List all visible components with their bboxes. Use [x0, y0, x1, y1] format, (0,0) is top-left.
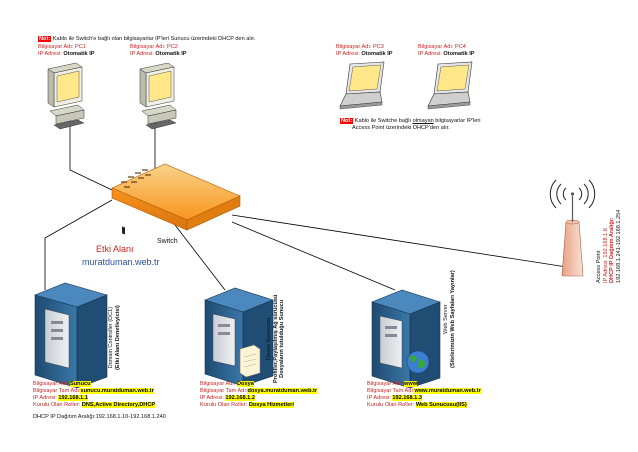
pc2-ip-label: IP Adresi:	[130, 51, 154, 57]
s2-name-label: Bilgisayar Adı:	[200, 381, 236, 387]
s3-full: www.muratduman.web.tr	[414, 388, 481, 394]
pc4-label: Bilgisayar Adı: PC4 IP Adresi: Otomatik …	[418, 44, 475, 58]
server1-vl-1: Domain Controller (DC1)	[108, 306, 114, 369]
pc2-name: PC2	[167, 44, 178, 50]
s3-ip-label: IP Adresi:	[367, 395, 391, 401]
switch-icon	[111, 163, 241, 235]
s2-role-label: Kurulu Olan Roller:	[200, 402, 248, 408]
s3-ip: 192.168.1.3	[392, 395, 422, 401]
s3-name: www	[404, 381, 418, 387]
wireless-note-underlined: olmayan	[412, 118, 434, 124]
server3-vertical-label: Web Server (Sitelerimizin Web Sayfaları …	[443, 270, 456, 368]
server3-vl-2: (Sitelerimizin Web Sayfaları Yayınlar)	[449, 270, 456, 368]
server1-vertical-label: Domain Controller (DC1) (Etki Alanı Dene…	[108, 305, 121, 370]
s2-ip-label: IP Adresi:	[200, 395, 224, 401]
ap-dhcp-label: DHCP IP Dağıtım Aralığı:	[609, 217, 615, 283]
s3-role: Web Sunucusu(IIS)	[415, 402, 467, 408]
s1-full: sunucu.muratduman.web.tr	[80, 388, 154, 394]
s1-name: Sunucu	[70, 381, 91, 387]
pc2-label: Bilgisayar Adı: PC2 IP Adresi: Otomatik …	[130, 44, 187, 58]
domain-subtitle: muratduman.web.tr	[82, 257, 160, 267]
wifi-signal-icon	[549, 179, 596, 209]
server-web-icon	[371, 289, 441, 389]
cable-server1	[44, 199, 113, 290]
cable-pc1	[69, 115, 113, 191]
pc4-name-label: Bilgisayar Adı:	[418, 44, 454, 50]
pc4-ip-label: IP Adresi:	[418, 51, 442, 57]
server1-info: Bilgisayar Adı: Sunucu Bilgisayar Tam Ad…	[33, 381, 156, 409]
pc2-ip: Otomatik IP	[155, 51, 187, 57]
pc4-name: PC4	[455, 44, 466, 50]
pc3-name-label: Bilgisayar Adı:	[336, 44, 372, 50]
pc4-ip: Otomatik IP	[443, 51, 475, 57]
pc2-icon	[139, 62, 177, 130]
server-dc1-icon	[34, 282, 108, 389]
pc1-ip: Otomatik IP	[63, 51, 95, 57]
s1-name-label: Bilgisayar Adı:	[33, 381, 69, 387]
s1-ip-label: IP Adresi:	[33, 395, 57, 401]
wireless-note-line2: Access Point üzerindeki DHCP'den alır.	[352, 125, 450, 131]
s2-full-label: Bilgisayar Tam Adı:	[200, 388, 248, 394]
dhcp-range: DHCP IP Dağıtım Aralığı:192.168.1.10-192…	[33, 414, 166, 420]
wireless-note-b: bilgisayarlar IP'leri	[433, 118, 481, 124]
server2-info: Bilgisayar Adı: Dosya Bilgisayar Tam Adı…	[200, 381, 318, 409]
document-icon	[239, 344, 261, 378]
cables	[44, 108, 574, 291]
ap-dhcp-range: 192.168.1.241-192.168.1.254	[615, 209, 622, 283]
domain-title: Etki Alanı	[96, 244, 134, 254]
laptop-pc4-icon	[427, 61, 473, 110]
s3-full-label: Bilgisayar Tam Adı:	[367, 388, 415, 394]
cable-server3	[231, 221, 396, 291]
server3-info: Bilgisayar Adı: www Bilgisayar Tam Adı:w…	[367, 381, 481, 409]
s2-ip: 192.168.1.2	[225, 395, 255, 401]
server2-vertical-label: Dosya Sunucusu Profiller,Paylaşılmış Ağ …	[266, 295, 286, 383]
pc3-label: Bilgisayar Adı: PC3 IP Adresi: Otomatik …	[336, 44, 393, 58]
access-point-label: Access Point IP Adresi: 192.168.1.6 DHCP…	[596, 210, 622, 283]
s2-role: Dosya Hizmetleri	[248, 402, 294, 408]
pc1-name-label: Bilgisayar Adı:	[38, 44, 74, 50]
note-key: Not:	[38, 36, 52, 42]
switch-label: Switch	[157, 238, 178, 245]
s1-full-label: Bilgisayar Tam Adı:	[33, 388, 81, 394]
s1-role-label: Kurulu Olan Roller:	[33, 402, 81, 408]
s2-full: dosya.muratduman.web.tr	[247, 388, 318, 394]
wireless-note: Not: Kablo ile Switche bağlı olmayan bil…	[340, 118, 481, 132]
note-text: Kablo ile Switch'e bağlı olan bilgisayar…	[51, 36, 256, 42]
pc2-name-label: Bilgisayar Adı:	[130, 44, 166, 50]
server1-vl-2: (Etki Alanı Denetleyicisi)	[114, 305, 121, 370]
server-file-icon	[204, 287, 274, 387]
pc1-name: PC1	[75, 44, 86, 50]
cable-server2	[174, 224, 226, 291]
pc1-ip-label: IP Adresi:	[38, 51, 62, 57]
pc3-name: PC3	[373, 44, 384, 50]
server2-vl-3: Dosyaların tutulduğu Sunucu	[279, 299, 285, 378]
cable-access-point	[231, 214, 574, 269]
s2-name: Dosya	[237, 381, 254, 387]
s1-ip: 192.168.1.1	[58, 395, 88, 401]
globe-icon	[406, 350, 430, 374]
pc3-ip-label: IP Adresi:	[336, 51, 360, 57]
pc1-label: Bilgisayar Adı: PC1 IP Adresi: Otomatik …	[38, 44, 95, 58]
wireless-note-key: Not:	[340, 118, 354, 124]
s3-role-label: Kurulu Olan Roller:	[367, 402, 415, 408]
pc1-icon	[47, 62, 85, 130]
top-note: Not: Kablo ile Switch'e bağlı olan bilgi…	[38, 36, 255, 43]
pc3-ip: Otomatik IP	[361, 51, 393, 57]
laptop-pc3-icon	[339, 61, 385, 110]
s3-name-label: Bilgisayar Adı:	[367, 381, 403, 387]
access-point-icon	[561, 192, 584, 277]
s1-role: DNS,Active Directory,DHCP	[81, 402, 156, 408]
wireless-note-a: Kablo ile Switche bağlı	[353, 118, 413, 124]
